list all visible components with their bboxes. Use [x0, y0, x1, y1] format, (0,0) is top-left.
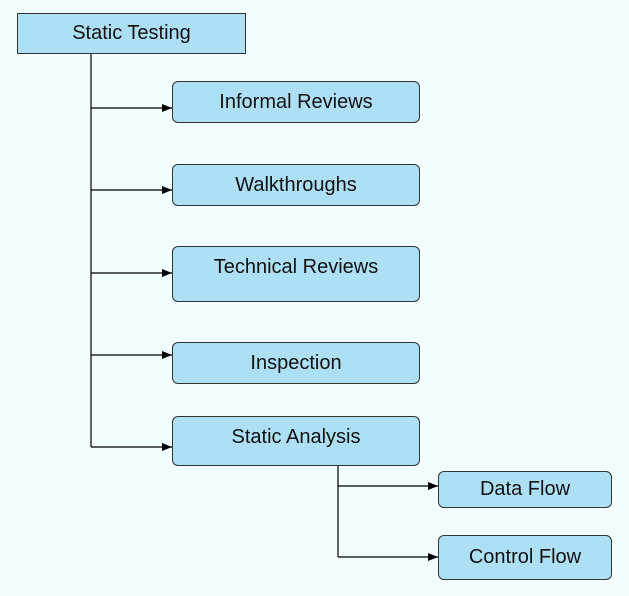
node-inspection: Inspection [172, 342, 420, 384]
node-walkthroughs: Walkthroughs [172, 164, 420, 206]
node-technical-reviews: Technical Reviews [172, 246, 420, 302]
node-data-flow: Data Flow [438, 471, 612, 508]
node-informal-reviews: Informal Reviews [172, 81, 420, 123]
node-static-analysis: Static Analysis [172, 416, 420, 466]
node-control-flow: Control Flow [438, 535, 612, 580]
node-static-testing: Static Testing [17, 13, 246, 54]
